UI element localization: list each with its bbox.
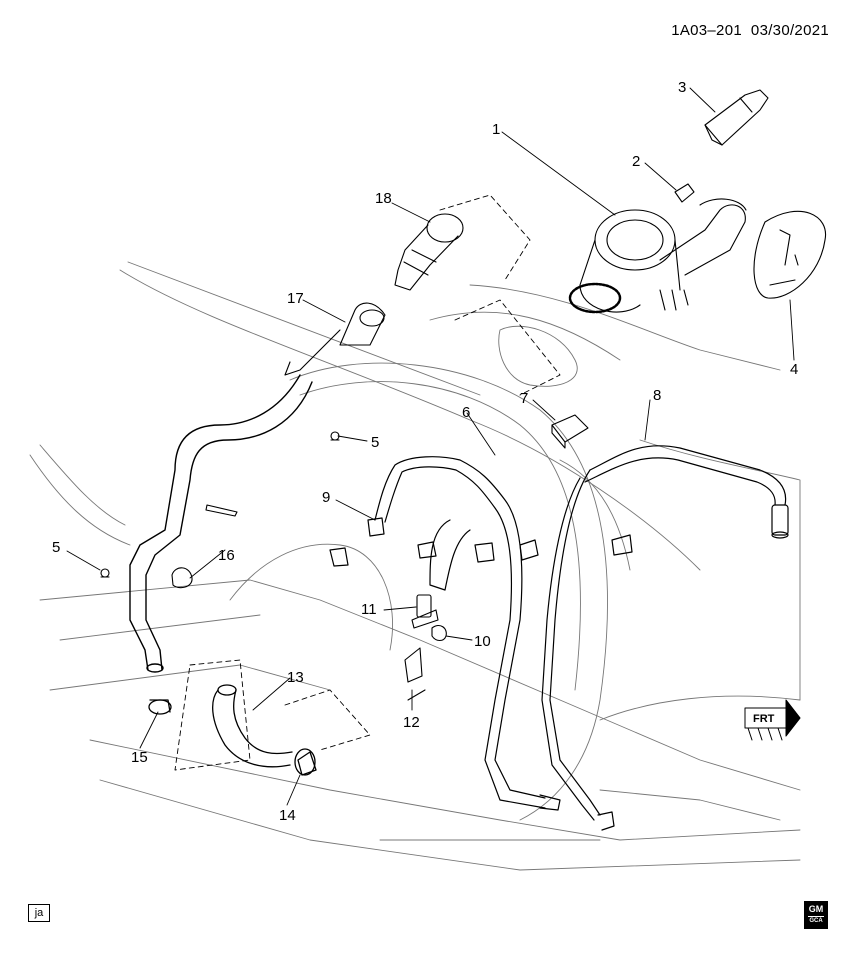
diagram-code-date: 1A03–201 03/30/2021: [671, 22, 829, 39]
part-3-funnel: [704, 89, 769, 146]
callout-2: 2: [632, 153, 640, 170]
part-2-plug: [674, 183, 695, 203]
part-5-bolt-b: [100, 568, 110, 578]
leader-lines: [66, 87, 795, 806]
callout-7: 7: [520, 390, 528, 407]
callout-14: 14: [279, 807, 296, 824]
part-17-filler-hose: [284, 302, 386, 376]
gm-logo-subtext: GCA: [808, 916, 824, 924]
part-18-filler-neck-top: [394, 213, 464, 291]
callout-15: 15: [131, 749, 148, 766]
callout-10: 10: [474, 633, 491, 650]
callout-9: 9: [322, 489, 330, 506]
front-direction-label: FRT: [753, 713, 775, 725]
callout-3: 3: [678, 79, 686, 96]
callout-11: 11: [361, 601, 377, 618]
dashed-guide-lines: [174, 194, 561, 771]
language-badge: ja: [28, 904, 50, 922]
callout-5-lower: 5: [52, 539, 60, 556]
callout-5-upper: 5: [371, 434, 379, 451]
front-arrow-icon: [744, 699, 801, 741]
callout-1: 1: [492, 121, 500, 138]
gm-logo-icon: GM GCA: [804, 901, 828, 929]
callout-labels: 1 2 3 4 5 5 6 7 8 9 10 11 12 13 14 15 16…: [52, 79, 798, 824]
part-16-grommet: [171, 504, 238, 589]
part-11-valve: [411, 594, 439, 629]
part-7-valve: [551, 414, 589, 449]
callout-13: 13: [287, 669, 304, 686]
callout-17: 17: [287, 290, 304, 307]
filler-tube: [129, 374, 313, 673]
part-12-bracket: [404, 647, 426, 701]
callout-8: 8: [653, 387, 661, 404]
callout-6: 6: [462, 404, 470, 421]
part-4-fuel-door: [753, 210, 827, 299]
part-14-clamp: [294, 748, 317, 776]
part-10-clip: [431, 625, 447, 642]
gm-logo-text: GM: [808, 904, 824, 914]
callout-16: 16: [218, 547, 235, 564]
callout-4: 4: [790, 361, 798, 378]
vehicle-body-outline: [29, 261, 801, 871]
part-15-clamp: [148, 699, 172, 715]
part-1-filler-housing: [568, 198, 747, 314]
callout-12: 12: [403, 714, 420, 731]
part-13-lower-hose: [212, 684, 293, 768]
vent-lines: [329, 445, 789, 831]
callout-18: 18: [375, 190, 392, 207]
